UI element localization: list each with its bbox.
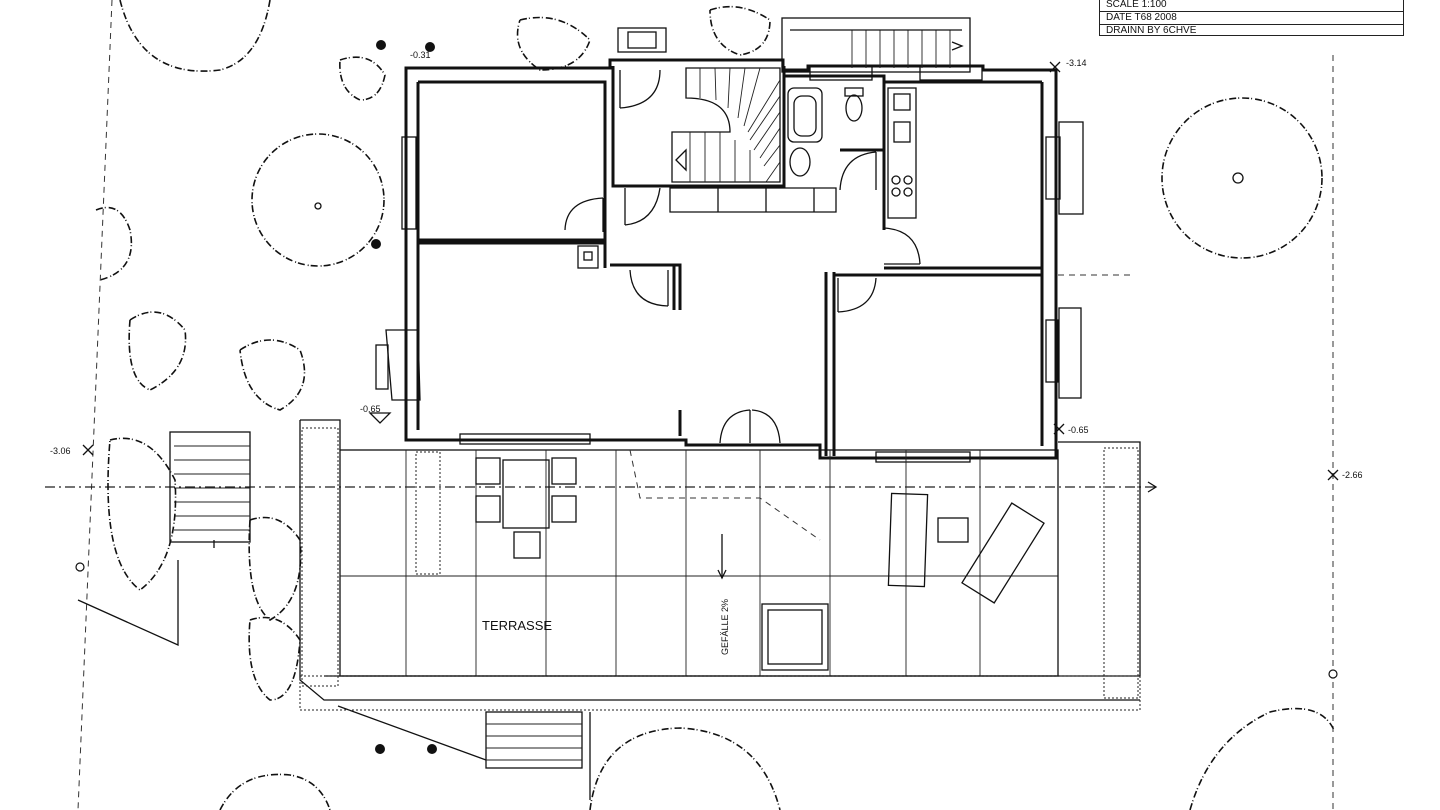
terrace — [299, 419, 1141, 701]
level-axis-right: -2.66 — [1342, 470, 1363, 480]
side-stairs — [169, 431, 591, 800]
hedges — [299, 427, 1141, 711]
north-entry-stair — [617, 17, 971, 73]
windows — [375, 65, 1084, 463]
built-in-cabinet — [669, 187, 837, 213]
level-markers — [82, 61, 1339, 481]
level-top-left: -0.31 — [410, 50, 431, 60]
title-block: SCALE 1:100 DATE T68 2008 DRAINN BY 6CHV… — [1099, 0, 1404, 36]
survey-points — [371, 40, 437, 754]
bathroom-fixtures — [787, 87, 864, 177]
title-block-row-drawn-by: DRAINN BY 6CHVE — [1106, 25, 1197, 36]
chimney — [577, 245, 599, 269]
kitchen-counter — [887, 87, 917, 219]
doors — [564, 69, 921, 444]
slope-label: GEFÄLLE 2% — [720, 599, 730, 655]
terrace-label: TERRASSE — [482, 618, 552, 633]
trees — [95, 0, 1335, 810]
title-block-row-date: DATE T68 2008 — [1100, 12, 1403, 25]
level-top-right: -3.14 — [1066, 58, 1087, 68]
spiral-stair — [671, 67, 781, 183]
title-block-row-scale: SCALE 1:100 — [1100, 0, 1403, 12]
level-left-stair: -0.65 — [360, 404, 381, 414]
property-boundary — [75, 0, 1338, 810]
house-walls — [404, 58, 1058, 460]
level-right-terrace: -0.65 — [1068, 425, 1089, 435]
terrace-furniture — [475, 457, 1045, 671]
level-axis-left: -3.06 — [50, 446, 71, 456]
slope-indicator: GEFÄLLE 2% — [717, 534, 730, 655]
